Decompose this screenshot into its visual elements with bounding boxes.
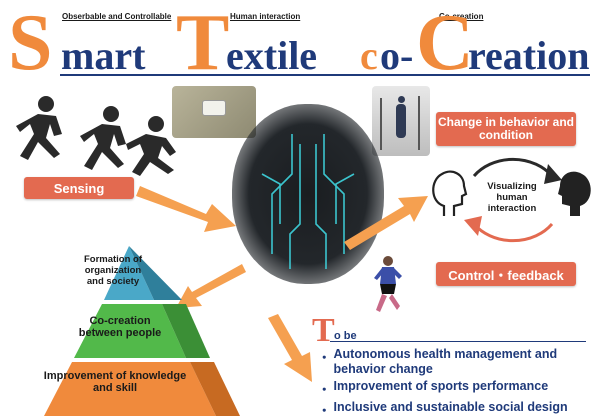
title-mart: mart <box>61 33 146 78</box>
to-be-letter-t: T <box>312 312 335 349</box>
label-co-creation: Co-creation <box>439 12 484 21</box>
tobe-item-2: Improvement of sports performance <box>333 379 549 393</box>
list-item: ・ Inclusive and sustainable social desig… <box>318 400 568 418</box>
to-be-divider <box>330 341 586 342</box>
page-title: S mart T extile c o- C reation <box>8 0 603 87</box>
tobe-item-3: Inclusive and sustainable social design <box>333 400 568 414</box>
title-reation: reation <box>468 33 590 78</box>
label-observable: Obserbable and Controllable <box>62 12 172 21</box>
list-item: ・ Autonomous health management and behav… <box>318 347 588 377</box>
label-human-interaction: Human interaction <box>230 12 301 21</box>
to-be-list: ・ Autonomous health management and behav… <box>318 347 588 419</box>
pyramid-top-label: Formation of organization and society <box>83 254 143 287</box>
tobe-item-1: Autonomous health management and behavio… <box>333 347 558 376</box>
change-behavior-label: Change in behavior and condition <box>436 112 576 146</box>
to-be-heading: T o be <box>312 312 372 349</box>
title-underline <box>60 74 590 76</box>
title-o-dash: o- <box>380 33 414 78</box>
title-letter-c-small: c <box>360 33 378 78</box>
title-letter-s: S <box>8 0 53 87</box>
to-be-rest: o be <box>334 330 357 342</box>
list-item: ・ Improvement of sports performance <box>318 379 549 397</box>
runner-photo <box>370 254 406 316</box>
running-people-icon <box>16 96 176 176</box>
title-letter-t: T <box>176 0 230 87</box>
smart-textile-shirt-image <box>232 104 384 284</box>
pyramid-bottom-label: Improvement of knowledge and skill <box>43 370 187 394</box>
sensing-label: Sensing <box>24 177 134 199</box>
visualizing-interaction-label: Visualizing human interaction <box>487 181 537 214</box>
lab-photo <box>372 86 430 156</box>
sensor-device-photo <box>172 86 256 138</box>
feedback-cycle-diagram <box>432 157 591 243</box>
control-feedback-label: Control・feedback <box>436 262 576 286</box>
title-letter-c-big: C <box>416 0 474 87</box>
pyramid-diagram <box>44 246 240 416</box>
pyramid-middle-label: Co-creation between people <box>78 315 162 339</box>
title-extile: extile <box>226 33 318 78</box>
